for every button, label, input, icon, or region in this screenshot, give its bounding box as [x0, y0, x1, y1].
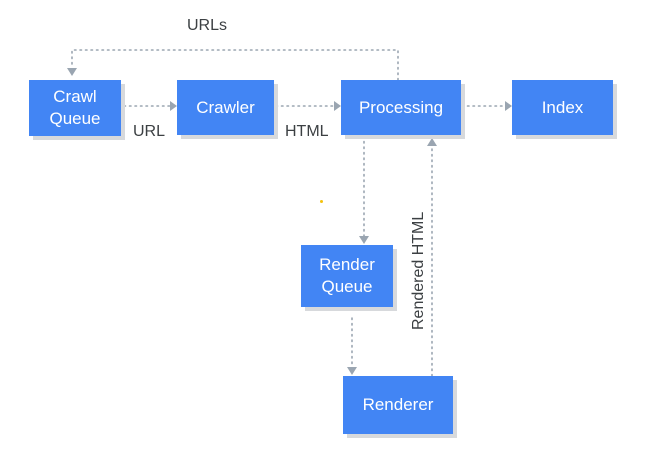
arrow-processing-to-index-head: [505, 101, 512, 111]
crawl-queue-node: Crawl Queue: [29, 80, 121, 136]
urls-edge-label: URLs: [187, 17, 228, 34]
arrow-render-queue-to-renderer-head: [347, 367, 357, 375]
render-queue-label: Render Queue: [319, 255, 375, 296]
stray-dot: [320, 200, 323, 203]
arrow-urls-loop-head: [67, 68, 77, 76]
html-edge-label: HTML: [285, 123, 329, 140]
processing-label: Processing: [358, 97, 444, 117]
index-label: Index: [541, 97, 584, 117]
arrow-crawler-to-processing-head: [334, 101, 341, 111]
rendered-html-edge-label: Rendered HTML: [410, 211, 427, 330]
renderer-node: Renderer: [343, 376, 453, 434]
url-edge-label: URL: [133, 123, 166, 140]
arrow-urls-loop: [71, 49, 399, 81]
arrow-processing-to-render-queue-head: [359, 236, 369, 244]
index-node: Index: [512, 80, 613, 135]
processing-node: Processing: [341, 80, 461, 135]
arrow-queue-to-crawler-head: [170, 101, 177, 111]
crawl-queue-label: Crawl Queue: [49, 87, 101, 128]
crawler-label: Crawler: [196, 97, 255, 117]
renderer-label: Renderer: [362, 395, 434, 414]
arrow-renderer-to-processing-head: [427, 138, 437, 146]
crawler-node: Crawler: [177, 80, 274, 135]
render-queue-node: Render Queue: [301, 245, 393, 307]
